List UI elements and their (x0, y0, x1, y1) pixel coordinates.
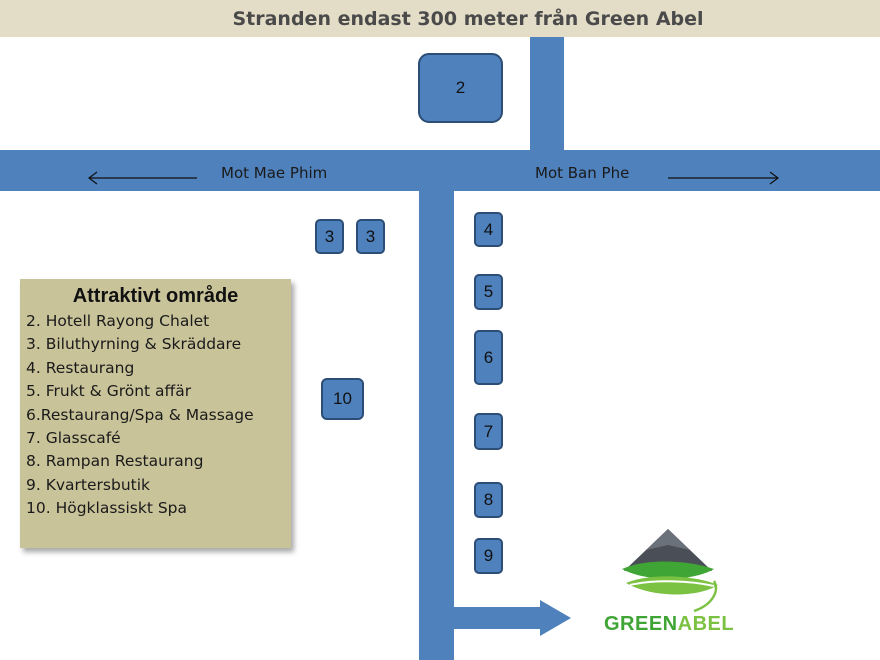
marker-9: 9 (474, 538, 503, 574)
logo-text: GREENABEL (604, 613, 734, 636)
legend-item: 10. Högklassiskt Spa (26, 499, 188, 518)
marker-5: 5 (474, 274, 503, 310)
logo-text-abel: ABEL (677, 613, 735, 635)
marker-7: 7 (474, 413, 503, 450)
legend-item: 4. Restaurang (26, 358, 135, 377)
legend-item: 7. Glasscafé (26, 429, 121, 448)
marker-2: 2 (418, 53, 503, 123)
legend-box: Attraktivt område 2. Hotell Rayong Chale… (20, 279, 291, 548)
road-label-west: Mot Mae Phim (221, 164, 328, 182)
marker-4: 4 (474, 212, 503, 247)
arrow-left-icon (88, 171, 197, 185)
page-title: Stranden endast 300 meter från Green Abe… (232, 8, 704, 30)
main-road (0, 150, 880, 191)
marker-3-right: 3 (356, 219, 385, 254)
side-road (419, 191, 454, 660)
legend-item: 2. Hotell Rayong Chalet (26, 312, 210, 330)
marker-10: 10 (321, 378, 364, 420)
direction-arrow-icon (454, 600, 571, 636)
legend-item: 5. Frukt & Grönt affär (26, 382, 192, 401)
marker-3-left: 3 (315, 219, 344, 254)
legend-item: 9. Kvartersbutik (26, 475, 151, 494)
logo-text-green: GREEN (604, 613, 678, 635)
legend-item: 8. Rampan Restaurang (26, 452, 204, 471)
arrow-right-icon (668, 171, 779, 185)
road-label-east: Mot Ban Phe (535, 164, 630, 182)
legend-item: 3. Biluthyrning & Skräddare (26, 335, 242, 354)
legend-item: 6.Restaurang/Spa & Massage (26, 405, 254, 424)
legend-title: Attraktivt område (72, 285, 239, 307)
title-band (0, 0, 880, 37)
marker-8: 8 (474, 482, 503, 518)
green-abel-logo: GREENABEL (604, 525, 734, 640)
marker-6: 6 (474, 330, 503, 385)
legend-list: 2. Hotell Rayong Chalet 3. Biluthyrning … (26, 310, 285, 521)
mountain-leaf-logo-icon (622, 529, 718, 613)
beach-road (530, 37, 564, 150)
